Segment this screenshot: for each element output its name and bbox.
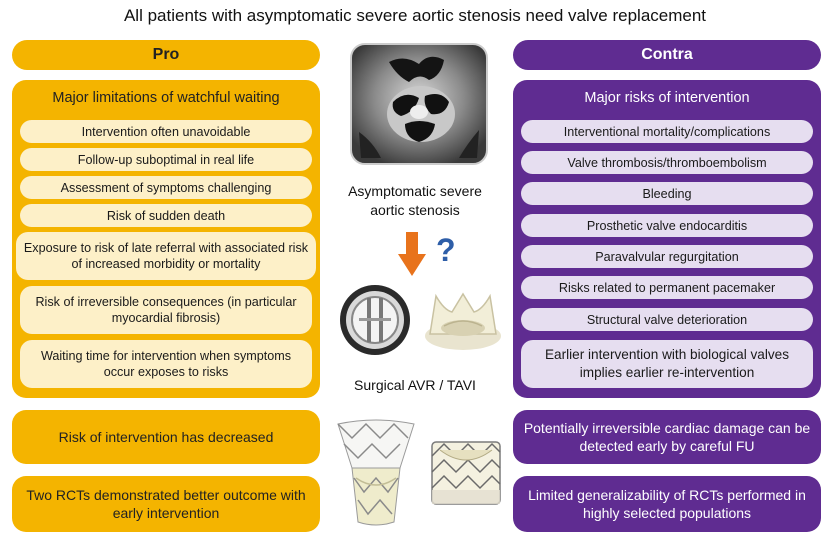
pro-item: Risk of irreversible consequences (in pa… — [20, 286, 312, 334]
pro-panel-title: Major limitations of watchful waiting — [52, 90, 280, 106]
pro-item: Assessment of symptoms challenging — [20, 176, 312, 199]
echocardiogram-image — [350, 43, 488, 165]
echo-caption: Asymptomatic severe aortic stenosis — [348, 183, 482, 218]
pro-header: Pro — [12, 40, 320, 70]
balloon-expandable-tavi-valve-icon — [431, 441, 501, 505]
contra-item: Bleeding — [521, 182, 813, 205]
down-arrow-icon — [398, 232, 426, 276]
pro-item: Waiting time for intervention when sympt… — [20, 340, 312, 388]
pro-panel: Major limitations of watchful waiting In… — [12, 80, 320, 398]
contra-item: Paravalvular regurgitation — [521, 245, 813, 268]
contra-item: Risks related to permanent pacemaker — [521, 276, 813, 299]
question-mark: ? — [436, 232, 456, 268]
contra-item: Interventional mortality/complications — [521, 120, 813, 143]
contra-block-generalizability: Limited generalizability of RCTs perform… — [513, 476, 821, 532]
contra-item: Prosthetic valve endocarditis — [521, 214, 813, 237]
self-expanding-tavi-valve-icon — [337, 419, 415, 526]
pro-item: Exposure to risk of late referral with a… — [16, 232, 316, 280]
contra-panel: Major risks of intervention Intervention… — [513, 80, 821, 398]
bioprosthetic-valve-icon — [425, 292, 501, 350]
contra-item: Valve thrombosis/thromboembolism — [521, 151, 813, 174]
contra-header: Contra — [513, 40, 821, 70]
contra-item: Structural valve deterioration — [521, 308, 813, 331]
mechanical-valve-icon — [340, 285, 410, 355]
page-title: All patients with asymptomatic severe ao… — [123, 6, 707, 25]
contra-block-cardiac-damage: Potentially irreversible cardiac damage … — [513, 410, 821, 464]
pro-item: Risk of sudden death — [20, 204, 312, 227]
valves-caption: Surgical AVR / TAVI — [354, 377, 476, 393]
contra-panel-title: Major risks of intervention — [584, 90, 750, 106]
pro-item: Intervention often unavoidable — [20, 120, 312, 143]
pro-item: Follow-up suboptimal in real life — [20, 148, 312, 171]
pro-block-rcts: Two RCTs demonstrated better outcome wit… — [12, 476, 320, 532]
contra-item: Earlier intervention with biological val… — [521, 340, 813, 388]
pro-block-risk-decreased: Risk of intervention has decreased — [12, 410, 320, 464]
